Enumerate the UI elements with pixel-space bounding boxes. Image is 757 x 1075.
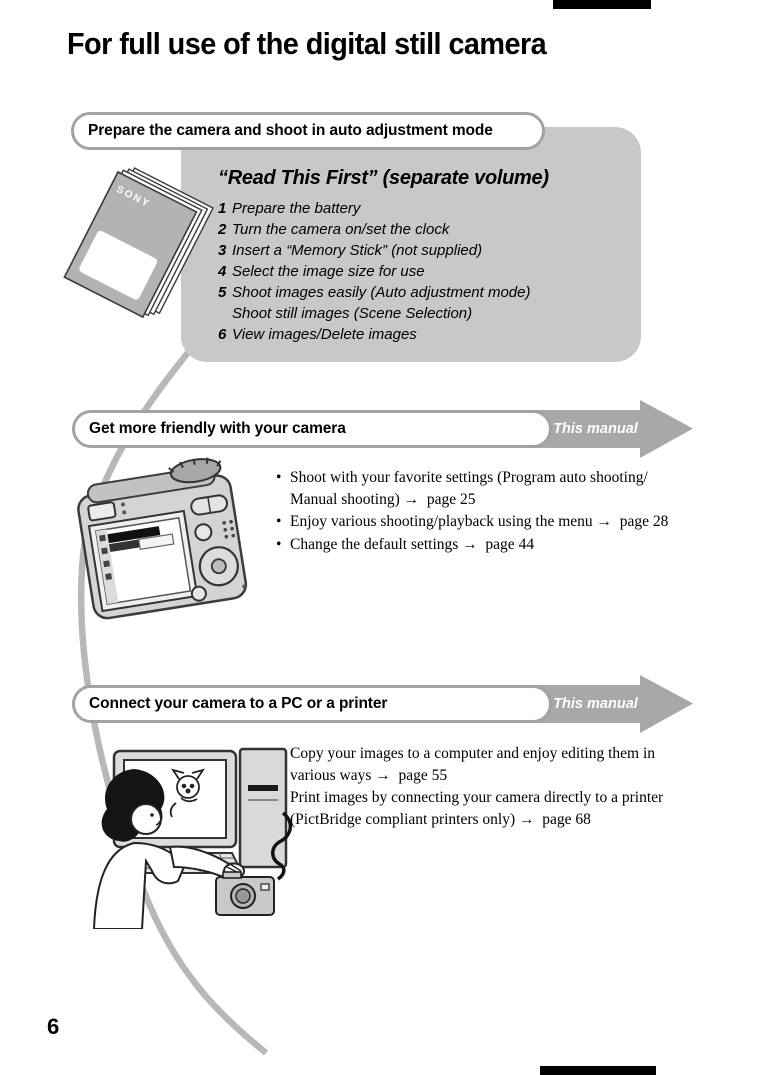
print-mark-bottom	[540, 1066, 656, 1075]
bullet-item: • Change the default settings → page 44	[276, 535, 535, 553]
person-computer-illustration	[92, 747, 292, 929]
section-header-label: Prepare the camera and shoot in auto adj…	[88, 122, 493, 139]
bullet-item: • Copy your images to a computer and enj…	[276, 745, 656, 784]
step-item: 5 Shoot images easily (Auto adjustment m…	[218, 284, 531, 322]
step-item: 4 Select the image size for use	[218, 263, 425, 280]
read-this-first-box	[181, 127, 641, 362]
page-number: 6	[47, 1014, 60, 1039]
booklet-illustration: SONY	[63, 167, 214, 319]
camera-illustration	[77, 457, 248, 620]
this-manual-tag: This manual	[553, 420, 638, 437]
section-banner-friendly: Get more friendly with your camera This …	[70, 399, 715, 459]
small-camera	[215, 871, 275, 916]
step-item: 3 Insert a “Memory Stick” (not supplied)	[218, 242, 483, 259]
section-header-connect: Connect your camera to a PC or a printer	[72, 685, 552, 723]
connect-bullets: • Copy your images to a computer and enj…	[276, 743, 741, 831]
section-banner-connect: Connect your camera to a PC or a printer…	[70, 674, 715, 734]
section-header-label: Get more friendly with your camera	[89, 420, 346, 437]
bullet-item: • Enjoy various shooting/playback using …	[276, 513, 669, 530]
page-title: For full use of the digital still camera	[67, 26, 547, 61]
bullet-item: • Shoot with your favorite settings (Pro…	[276, 469, 648, 508]
dog-picture	[169, 768, 206, 818]
step-item: 1 Prepare the battery	[218, 200, 361, 217]
bullet-item: • Print images by connecting your camera…	[276, 789, 664, 828]
section-header-prepare: Prepare the camera and shoot in auto adj…	[71, 112, 545, 150]
step-item: 2 Turn the camera on/set the clock	[218, 221, 450, 238]
read-this-first-steps: 1 Prepare the battery 2 Turn the camera …	[218, 198, 530, 345]
read-this-first-title: “Read This First” (separate volume)	[218, 167, 549, 189]
section-header-friendly: Get more friendly with your camera	[72, 410, 552, 448]
print-mark-top	[553, 0, 651, 9]
section-header-label: Connect your camera to a PC or a printer	[89, 695, 388, 712]
friendly-bullets: • Shoot with your favorite settings (Pro…	[276, 467, 741, 556]
this-manual-tag: This manual	[553, 695, 638, 712]
step-item: 6 View images/Delete images	[218, 326, 417, 343]
